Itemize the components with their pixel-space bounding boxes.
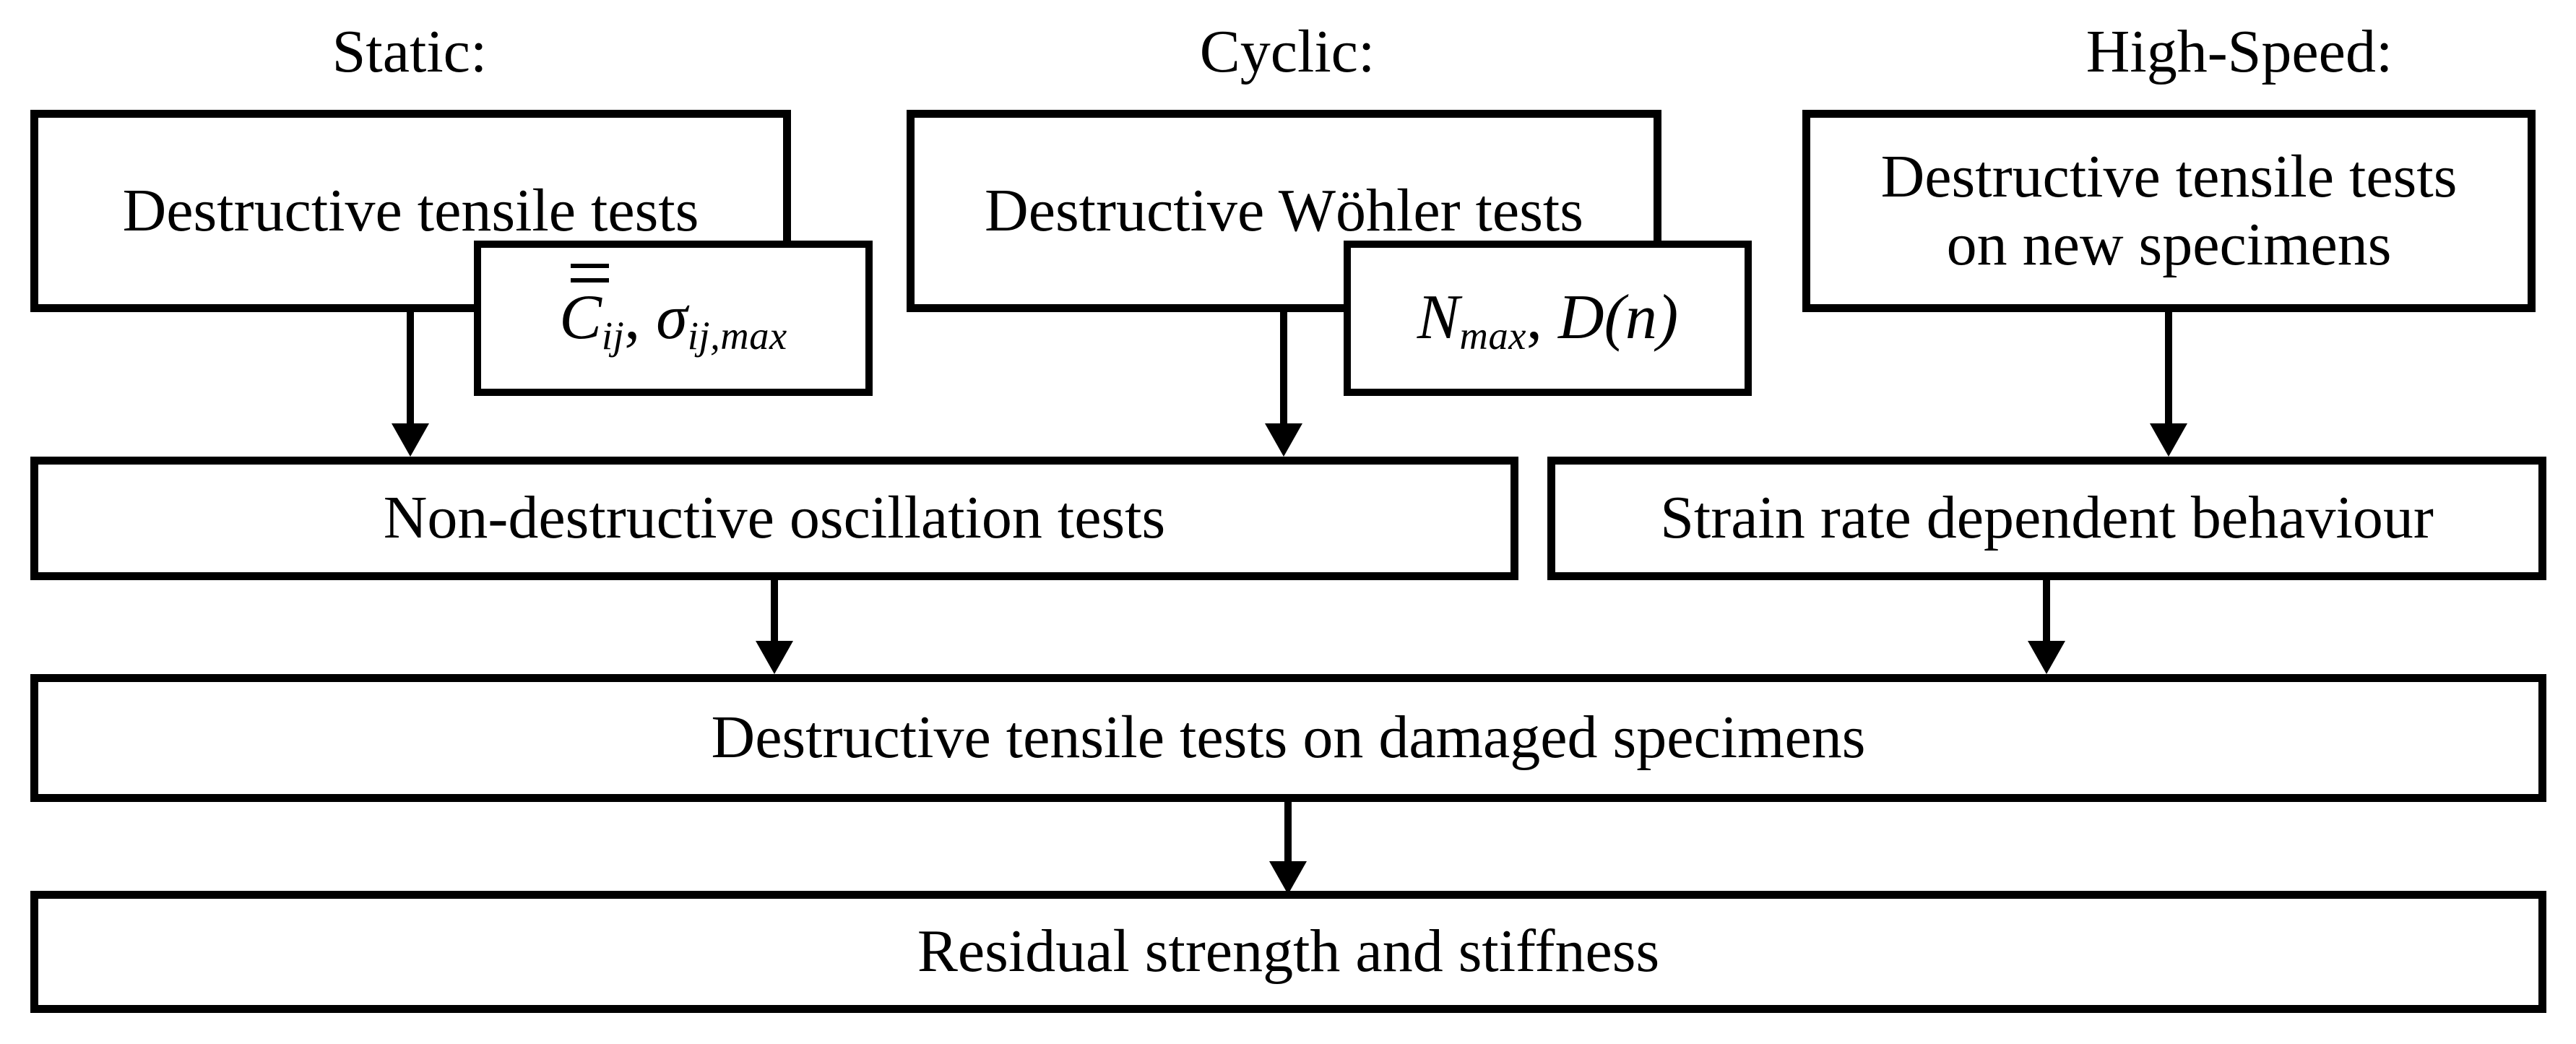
arrow-down-oscillation-to-damaged: [756, 580, 793, 674]
damaged-specimens-box: Destructive tensile tests on damaged spe…: [30, 674, 2546, 802]
residual-strength-label: Residual strength and stiffness: [917, 918, 1660, 985]
column-title-static: Static:: [332, 18, 488, 85]
column-title-highspeed: High-Speed:: [2086, 18, 2393, 85]
strain-rate-box: Strain rate dependent behaviour: [1547, 457, 2546, 580]
arrow-down-static-to-oscillation: [392, 312, 429, 457]
arrow-down-strainrate-to-damaged: [2028, 580, 2065, 674]
static-tensile-tests-label: Destructive tensile tests: [122, 176, 699, 244]
column-title-cyclic: Cyclic:: [1199, 18, 1375, 85]
oscillation-tests-box: Non-destructive oscillation tests: [30, 457, 1518, 580]
cyclic-woehler-tests-label: Destructive Wöhler tests: [985, 176, 1583, 244]
highspeed-label-line2: on new specimens: [1946, 211, 2392, 278]
highspeed-label-line1: Destructive tensile tests: [1880, 142, 2458, 210]
arrow-down-cyclic-to-oscillation: [1265, 312, 1302, 457]
cyclic-results-formula: Nmax, D(n): [1417, 282, 1679, 358]
strain-rate-label: Strain rate dependent behaviour: [1660, 484, 2434, 552]
residual-strength-box: Residual strength and stiffness: [30, 891, 2546, 1013]
arrow-down-highspeed-to-strainrate: [2150, 312, 2187, 457]
arrow-head-icon: [2150, 423, 2187, 457]
damaged-specimens-label: Destructive tensile tests on damaged spe…: [711, 704, 1866, 772]
arrow-head-icon: [1269, 861, 1307, 894]
arrow-head-icon: [756, 641, 793, 674]
arrow-stem: [407, 312, 414, 425]
arrow-stem: [1284, 802, 1292, 863]
arrow-head-icon: [392, 423, 429, 457]
arrow-down-damaged-to-residual: [1269, 802, 1307, 894]
c-double-overline-symbol: C: [559, 263, 610, 354]
double-overline-icon: [571, 263, 610, 282]
arrow-stem: [1280, 312, 1287, 425]
n-symbol: N: [1417, 282, 1460, 353]
arrow-stem: [771, 580, 778, 642]
arrow-head-icon: [1265, 423, 1302, 457]
static-results-formula: Cij, σij,max: [559, 263, 787, 358]
arrow-head-icon: [2028, 641, 2065, 674]
static-tensile-tests-box: Destructive tensile tests: [30, 110, 791, 312]
highspeed-tensile-tests-box: Destructive tensile tests on new specime…: [1802, 110, 2536, 312]
damage-function-symbol: D(n): [1558, 282, 1679, 353]
cyclic-results-box: Nmax, D(n): [1344, 241, 1752, 396]
arrow-stem: [2165, 312, 2172, 425]
highspeed-tensile-tests-label: Destructive tensile tests on new specime…: [1881, 143, 2458, 279]
arrow-stem: [2043, 580, 2050, 642]
static-results-box: Cij, σij,max: [474, 241, 873, 396]
sigma-symbol: σ: [656, 282, 688, 353]
oscillation-tests-label: Non-destructive oscillation tests: [383, 484, 1166, 552]
